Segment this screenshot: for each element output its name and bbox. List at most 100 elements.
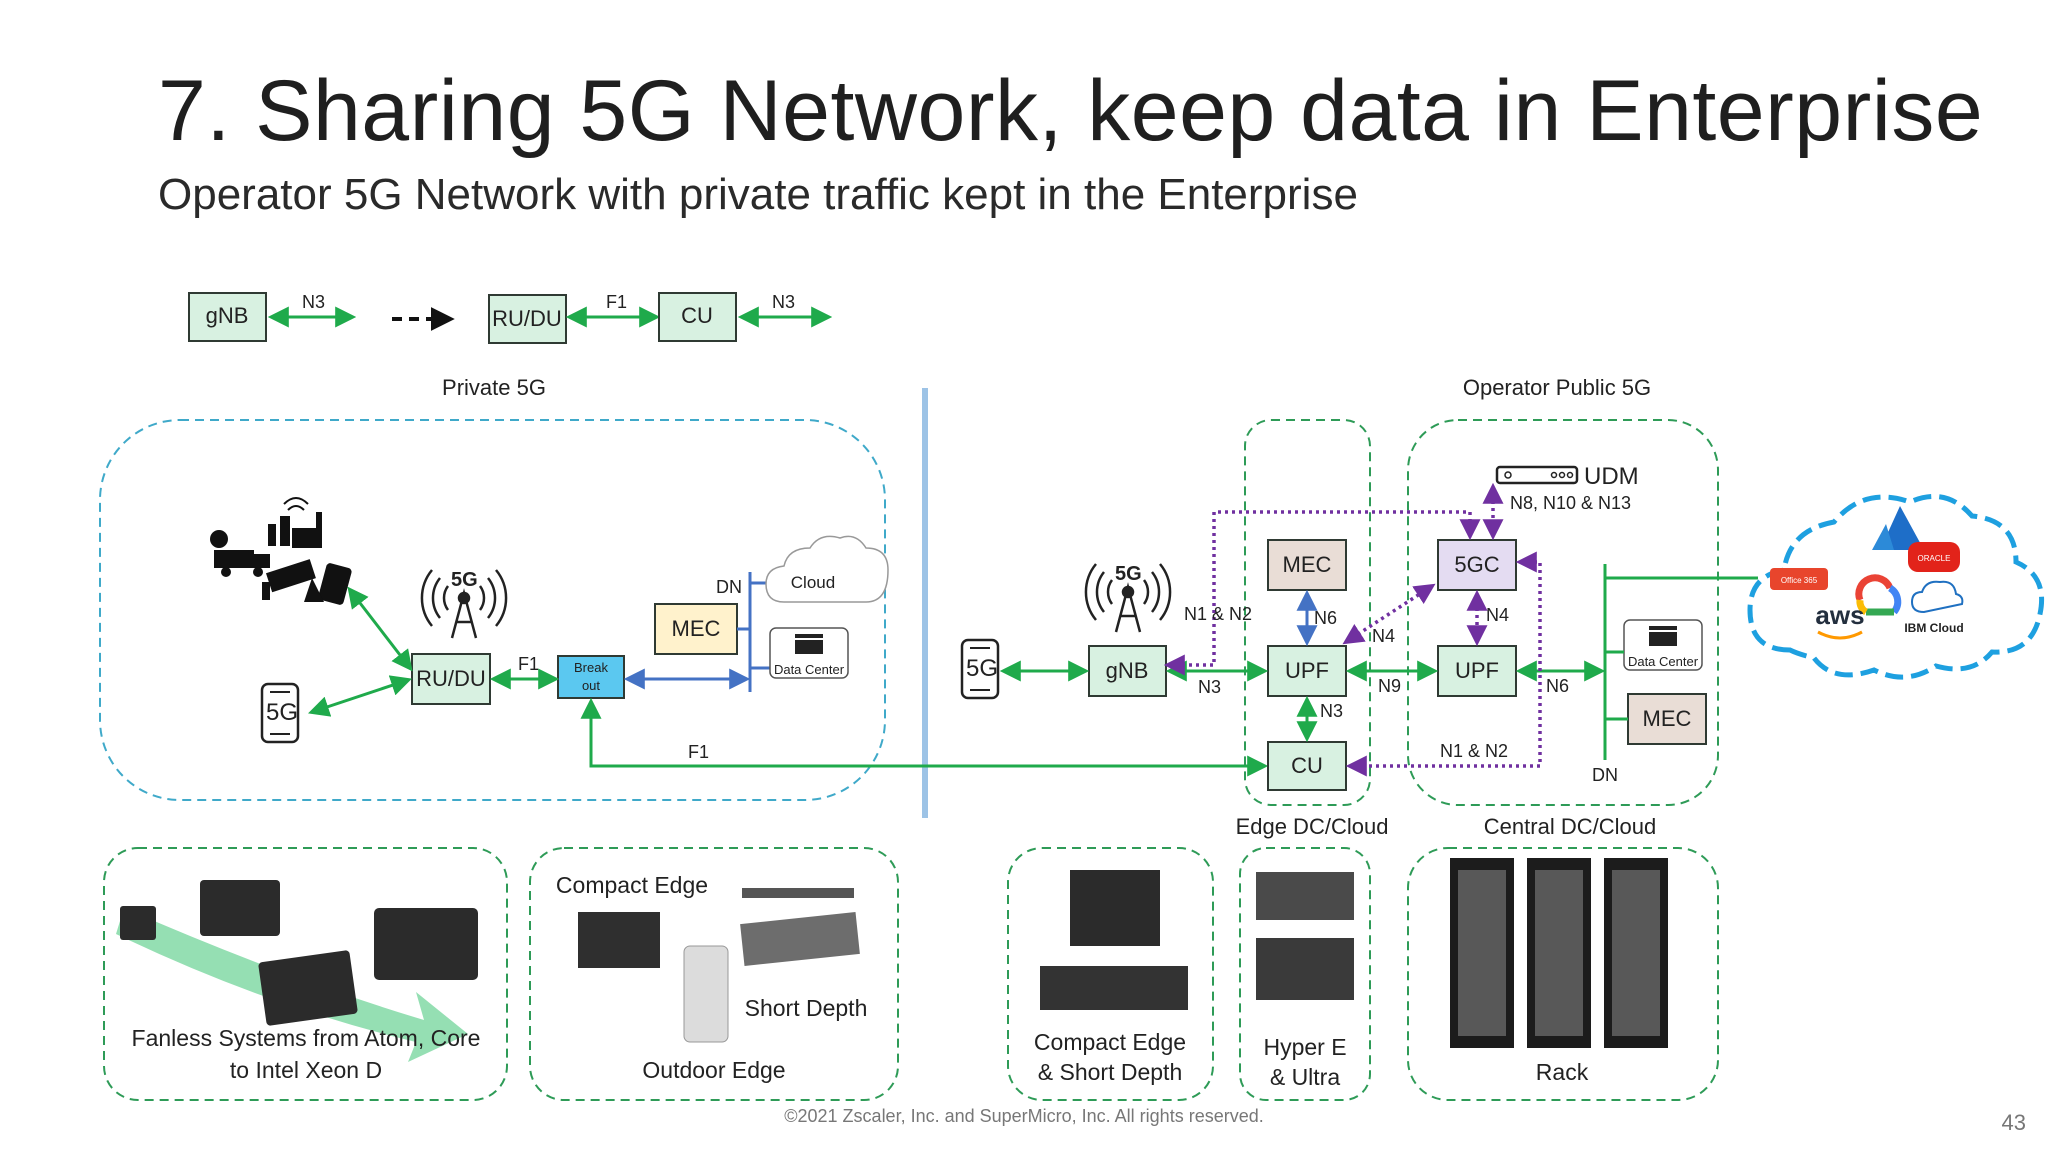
central-datacenter-label: Data Center [1628,654,1699,669]
hyper-caption-line2: & Ultra [1270,1064,1341,1090]
legend-cu-label: CU [681,303,713,328]
breakout-box [557,655,625,699]
operator-cu-label: CU [1291,753,1323,778]
operator-gnb-label: gNB [1106,658,1149,683]
edge-mec-label: MEC [1283,552,1332,577]
private-datacenter-icon [795,634,823,654]
private-rudu-label: RU/DU [416,666,486,691]
hw-panel-rack [1407,847,1719,1101]
label-n6-central: N6 [1546,676,1569,696]
label-n1n2-top: N1 & N2 [1184,604,1252,624]
label-n4-central: N4 [1486,605,1509,625]
private-mec-label: MEC [672,616,721,641]
gnb-5gc-n1n2-dotted [1163,510,1481,676]
compact-edge-devices-image [578,888,860,1043]
central-mec-box [1627,693,1707,745]
short-depth-caption: Short Depth [745,995,868,1021]
hw-panel-compact-edge [529,847,899,1101]
central-dn-label: DN [1592,765,1618,785]
rack-caption: Rack [1536,1059,1589,1085]
ibm-cloud-label: IBM Cloud [1904,621,1963,635]
phone-to-rudu-arrow [308,675,412,717]
breakout-label-line1: Break [574,660,608,675]
section-operator-5g: Operator Public 5G [1463,375,1651,400]
label-n6-edge: N6 [1314,608,1337,628]
label-n3-gnb-upf: N3 [1198,677,1221,697]
compact-edge-2-caption-line2: & Short Depth [1038,1059,1182,1085]
azure-icon [1872,506,1924,550]
section-private-5g: Private 5G [442,375,546,400]
udm-server-icon [1495,465,1579,485]
fanless-caption-line2: to Intel Xeon D [230,1057,382,1083]
operator-antenna-icon [1084,563,1172,633]
office365-icon [1770,568,1828,590]
fivegc-label: 5GC [1454,552,1499,577]
public-cloud-shape [1747,493,2045,680]
slide-title: 7. Sharing 5G Network, keep data in Ente… [158,63,1984,159]
central-upf-label: UPF [1455,658,1499,683]
long-f1-label: F1 [688,742,709,762]
page-number: 43 [2001,1110,2026,1135]
aws-smile-icon [1817,630,1863,640]
central-mec-label: MEC [1643,706,1692,731]
compact-edge-caption: Compact Edge [556,872,708,898]
breakout-to-cu-f1-line [580,697,1269,777]
section-edge-dc: Edge DC/Cloud [1236,814,1389,839]
label-n4-edge: N4 [1372,626,1395,646]
legend-rudu-box [488,294,567,344]
hw-panel-fanless [103,847,508,1101]
legend-rudu-label: RU/DU [492,306,562,331]
oracle-icon [1908,542,1960,572]
breakout-label-line2: out [582,678,600,693]
legend-n3-label: N3 [302,292,325,312]
hyper-caption-line1: Hyper E [1263,1034,1346,1060]
legend-gnb-label: gNB [206,303,249,328]
private-5g-region [99,419,886,801]
legend-f1-label: F1 [606,292,627,312]
private-phone-5g-label: 5G [266,699,298,726]
hw-panel-compact-edge-2 [1007,847,1214,1101]
edge-upf-label: UPF [1285,658,1329,683]
aws-label: aws [1815,600,1864,630]
compact-edge-2-devices-image [1040,870,1188,1010]
legend-n3b-label: N3 [772,292,795,312]
private-rudu-box [411,653,491,705]
hw-panel-hyper [1239,847,1371,1101]
label-n8n10n13: N8, N10 & N13 [1510,493,1631,513]
fanless-caption-line1: Fanless Systems from Atom, Core [132,1025,481,1051]
rack-servers-image [1450,858,1668,1048]
private-datacenter-label: Data Center [774,662,845,677]
private-antenna-icon [420,569,508,639]
operator-phone-5g-label: 5G [966,655,998,682]
private-phone-icon [260,682,300,744]
operator-cu-box [1267,741,1347,791]
iot-to-rudu-arrow [347,586,413,672]
section-central-dc: Central DC/Cloud [1484,814,1656,839]
label-n1n2-bottom: N1 & N2 [1440,741,1508,761]
legend: gNB N3 RU/DU F1 CU N3 [188,292,833,344]
google-cloud-icon [1855,574,1902,616]
private-antenna-5g-label: 5G [451,569,478,591]
5gc-cu-n1n2-dotted [1345,551,1542,777]
legend-cu-box [658,292,737,342]
outdoor-edge-caption: Outdoor Edge [642,1057,785,1083]
private-cloud-label: Cloud [791,573,835,592]
central-datacenter-icon [1649,626,1677,646]
private-f1-label: F1 [518,654,539,674]
iot-devices-icon [210,497,352,605]
operator-phone-icon [960,638,1000,700]
office365-label: Office 365 [1781,576,1818,585]
ibm-cloud-icon [1910,580,1964,614]
slide-subtitle: Operator 5G Network with private traffic… [158,170,1358,219]
hyper-devices-image [1256,872,1354,1000]
operator-antenna-5g-label: 5G [1115,563,1142,585]
label-n9: N9 [1378,676,1401,696]
label-n3-upf-cu: N3 [1320,701,1343,721]
udm-label: UDM [1584,463,1639,490]
compact-edge-2-caption-line1: Compact Edge [1034,1029,1186,1055]
footer-copyright: ©2021 Zscaler, Inc. and SuperMicro, Inc.… [784,1106,1264,1126]
private-dn-label: DN [716,577,742,597]
legend-gnb-box [188,292,267,342]
oracle-label: ORACLE [1918,554,1951,563]
